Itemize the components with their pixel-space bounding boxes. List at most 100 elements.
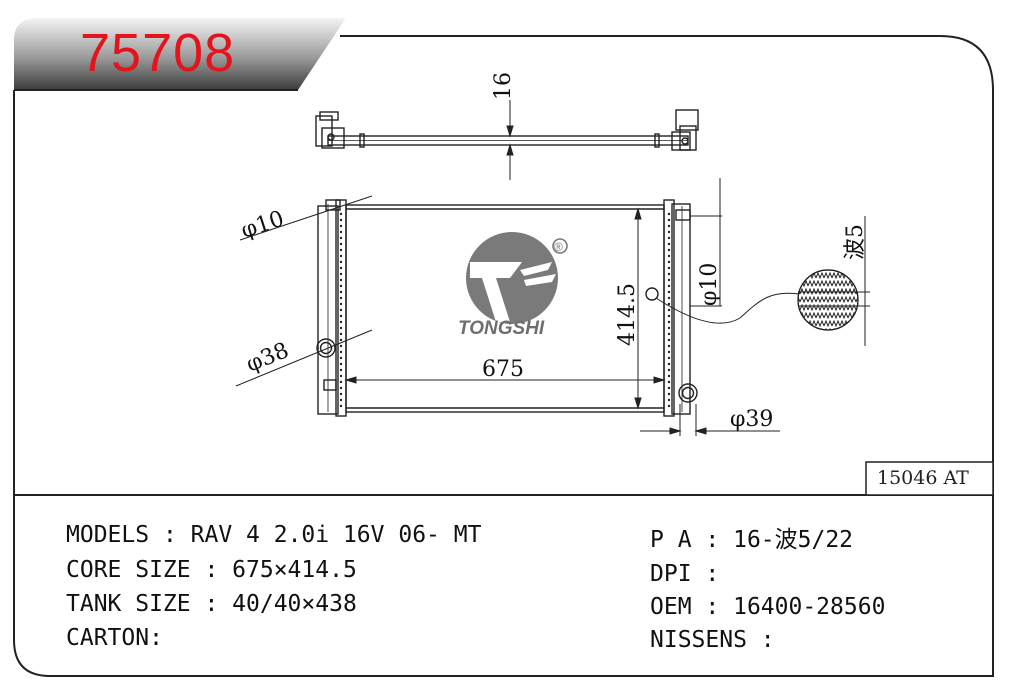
dim-top-thickness-label: 16 — [491, 72, 516, 100]
spec-label: DPI — [650, 561, 692, 587]
spec-sep: : — [746, 627, 775, 653]
tank-rivet-dot — [339, 380, 343, 384]
tank-rivet-dot — [339, 344, 343, 348]
tank-rivet-dot — [339, 242, 343, 246]
spec-value: RAV 4 2.0i 16V 06- MT — [190, 522, 482, 548]
tank-rivet-dot — [667, 290, 671, 294]
spec-core-size: CORE SIZE : 675×414.5 — [66, 559, 357, 582]
tank-rivet-dot — [667, 254, 671, 258]
spec-pa: P A : 16-波5/22 — [650, 529, 853, 552]
spec-oem: OEM : 16400-28560 — [650, 596, 885, 619]
dim-width — [344, 376, 666, 384]
spec-sep: : — [691, 527, 734, 553]
tank-rivet-dot — [667, 296, 671, 300]
tank-rivet-dot — [339, 350, 343, 354]
top-view — [315, 109, 699, 151]
tank-rivet-dot — [667, 374, 671, 378]
spec-sep: : — [691, 561, 720, 587]
tank-rivet-dot — [667, 242, 671, 246]
logo-mark: ® — [554, 240, 563, 254]
logo-text: TONGSHI — [458, 318, 545, 339]
tank-rivet-dot — [667, 266, 671, 270]
tank-rivet-dot — [339, 308, 343, 312]
tank-rivet-dot — [667, 392, 671, 396]
spec-dpi: DPI : — [650, 563, 719, 586]
tank-rivet-dot — [339, 362, 343, 366]
tank-rivet-dot — [667, 338, 671, 342]
spec-label: OEM — [650, 594, 692, 620]
dim-inlet-label: φ10 — [238, 207, 287, 244]
tank-rivet-dot — [339, 248, 343, 252]
code-box-value: 15046 AT — [877, 467, 969, 489]
tank-rivet-dot — [667, 302, 671, 306]
dim-top-thickness — [506, 100, 514, 180]
tank-rivet-dot — [339, 290, 343, 294]
dim-fin-wave-label: 波5 — [843, 224, 868, 260]
tank-rivet-dot — [339, 368, 343, 372]
tank-rivet-dot — [339, 272, 343, 276]
dim-height-label: 414.5 — [615, 283, 640, 346]
tank-rivet-dot — [667, 260, 671, 264]
spec-value: 675×414.5 — [232, 557, 357, 583]
dim-width-label: 675 — [482, 357, 524, 382]
tank-rivet-dot — [339, 374, 343, 378]
tank-rivet-dot — [667, 278, 671, 282]
fin-detail — [797, 269, 859, 331]
tank-rivet-dot — [339, 212, 343, 216]
tank-rivet-dot — [339, 404, 343, 408]
tank-rivet-dot — [339, 338, 343, 342]
tank-rivet-dot — [667, 398, 671, 402]
tank-rivet-dot — [667, 284, 671, 288]
tank-rivet-dot — [667, 314, 671, 318]
tank-rivet-dot — [667, 404, 671, 408]
spec-sep: : — [190, 591, 233, 617]
tank-rivet-dot — [667, 320, 671, 324]
tank-rivet-dot — [339, 386, 343, 390]
tank-rivet-dot — [339, 332, 343, 336]
tank-rivet-dot — [667, 350, 671, 354]
tank-rivet-dot — [339, 320, 343, 324]
spec-tank-size: TANK SIZE : 40/40×438 — [66, 593, 357, 616]
spec-value: 16400-28560 — [733, 594, 886, 620]
dim-height — [634, 207, 642, 410]
tank-rivet-dot — [339, 278, 343, 282]
outer-frame — [13, 35, 994, 677]
tank-rivet-dot — [667, 272, 671, 276]
code-box — [865, 461, 994, 496]
dim-outlet-label: φ38 — [243, 338, 293, 377]
tank-rivet-dot — [667, 356, 671, 360]
tank-rivet-dot — [667, 344, 671, 348]
spec-label: NISSENS — [650, 627, 747, 653]
spec-nissens: NISSENS : — [650, 629, 775, 652]
spec-label: P A — [650, 527, 692, 553]
tank-rivet-dot — [339, 314, 343, 318]
tank-rivet-dot — [667, 332, 671, 336]
tank-rivet-dot — [339, 398, 343, 402]
spec-models: MODELS : RAV 4 2.0i 16V 06- MT — [66, 524, 481, 547]
tank-rivet-dot — [667, 230, 671, 234]
tank-rivet-dot — [339, 236, 343, 240]
tank-rivet-dot — [339, 266, 343, 270]
tank-rivet-dot — [667, 326, 671, 330]
tank-rivet-dot — [339, 296, 343, 300]
header-tab — [14, 18, 346, 90]
spec-label: CARTON — [66, 625, 150, 651]
tank-rivet-dot — [667, 224, 671, 228]
spec-label: CORE SIZE — [66, 557, 191, 583]
tank-rivet-dot — [339, 284, 343, 288]
spec-carton: CARTON: — [66, 627, 163, 650]
tank-rivet-dot — [339, 230, 343, 234]
tank-rivet-dot — [339, 326, 343, 330]
dim-right-outlet-label: φ39 — [730, 407, 773, 432]
tank-rivet-dot — [667, 386, 671, 390]
tank-rivet-dot — [667, 212, 671, 216]
tank-rivet-dot — [667, 308, 671, 312]
spec-label: MODELS — [66, 522, 150, 548]
spec-sep: : — [190, 557, 233, 583]
tank-rivet-dot — [339, 392, 343, 396]
leader-lines — [235, 178, 870, 436]
part-number-title: 75708 — [80, 23, 236, 83]
spec-value: 40/40×438 — [232, 591, 357, 617]
